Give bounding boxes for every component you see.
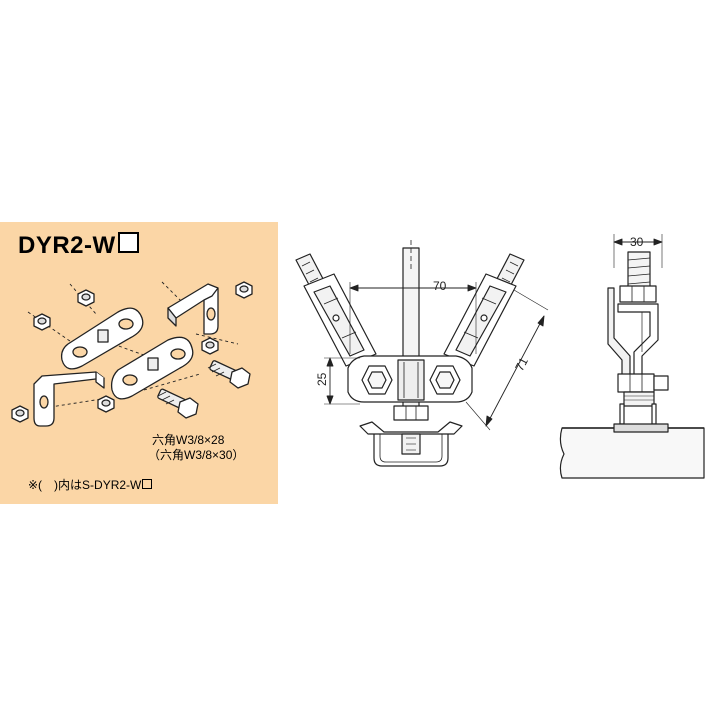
dimension-30-label: 30 (630, 235, 644, 249)
hex-bolt-left (361, 365, 393, 395)
angle-bracket-left (33, 371, 105, 427)
side-bracket (607, 287, 659, 389)
bolt-spec-alt-label: （六角W3/8×30） (148, 448, 245, 462)
top-nut (619, 285, 657, 303)
dimension-71 (465, 289, 549, 431)
parts-panel: DYR2-W (0, 222, 278, 504)
dimension-71-label: 71 (512, 355, 531, 374)
hex-nut (235, 281, 253, 299)
dimension-70-label: 70 (433, 279, 447, 293)
product-code-blank-box (117, 232, 139, 253)
footnote: ※( )内はS-DYR2-W (28, 476, 153, 493)
product-code-text: DYR2-W (18, 232, 116, 259)
front-view-drawing: 70 25 71 (295, 240, 549, 467)
hex-bolt-right (429, 365, 461, 395)
clamp-plate-lower (110, 336, 194, 400)
left-rod-bracket (295, 253, 377, 367)
hex-bolt (207, 360, 251, 389)
clamp-plate-upper (60, 307, 144, 370)
rail-clip (359, 421, 463, 467)
dimension-30 (613, 234, 663, 268)
product-code-title: DYR2-W (18, 232, 139, 260)
bolt-spec-label: 六角W3/8×28 (152, 433, 225, 447)
side-view-drawing: 30 (559, 234, 705, 479)
dimension-70 (349, 282, 477, 354)
dimension-25-label: 25 (315, 372, 329, 386)
lower-nut-bolt (617, 373, 669, 407)
side-rail-clip (619, 403, 657, 425)
hex-nut (33, 313, 51, 331)
right-rod-bracket (443, 253, 525, 367)
footnote-blank-box (142, 479, 153, 489)
hex-nut (11, 405, 29, 423)
hex-nut (201, 337, 219, 355)
hex-nut (77, 289, 95, 307)
hex-nut (97, 395, 115, 413)
pipe-section (559, 423, 705, 479)
hex-bolt (157, 388, 199, 419)
dimension-25 (324, 357, 360, 405)
exploded-parts-drawing (11, 281, 253, 427)
lower-nut (393, 405, 429, 421)
angle-bracket-right (167, 283, 219, 335)
footnote-text: ※( )内はS-DYR2-W (28, 478, 142, 492)
